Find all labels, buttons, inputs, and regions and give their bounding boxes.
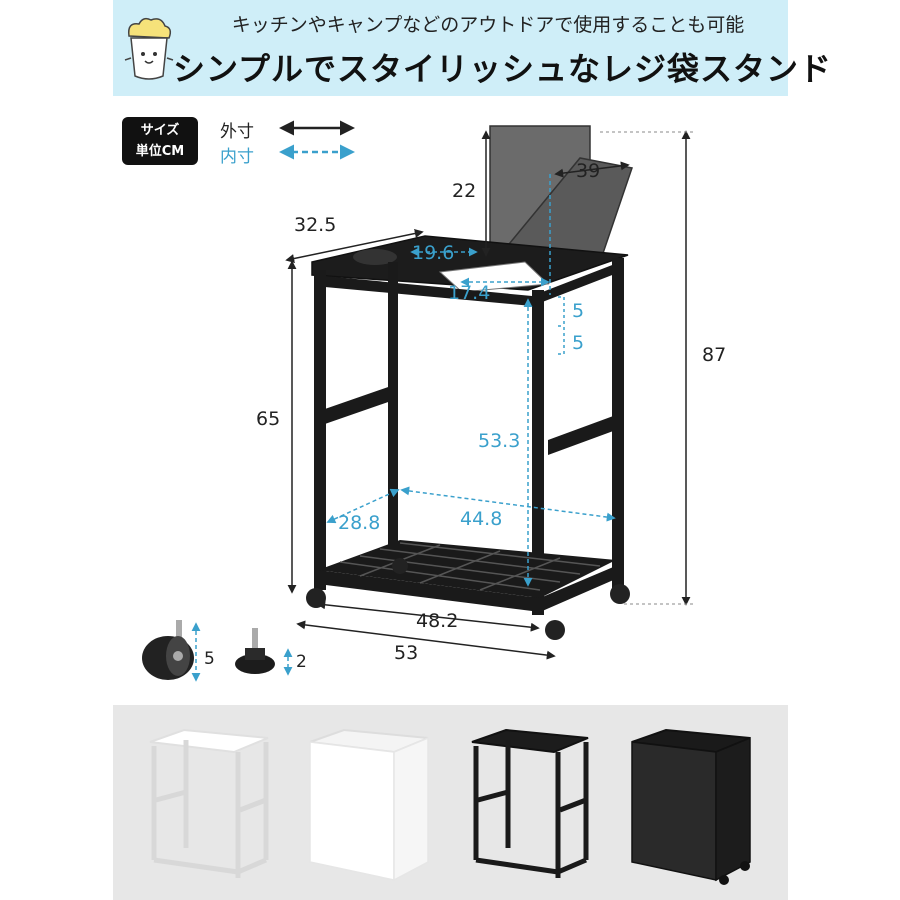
- mascot-icon: [124, 17, 174, 80]
- dim-line-inner-depth: [326, 488, 400, 524]
- label-lid-height: 22: [452, 180, 477, 202]
- label-frame-height: 65: [256, 408, 281, 430]
- size-unit-badge: サイズ 単位CM: [122, 117, 198, 165]
- variant-black-cover: [631, 728, 751, 885]
- label-inner-width: 44.8: [460, 508, 503, 530]
- label-foot-height: 2: [296, 652, 307, 672]
- legend-inner-label: 内寸: [220, 147, 254, 167]
- frame: [314, 258, 624, 615]
- adjuster-foot-icon: [235, 628, 275, 674]
- badge-line-size: サイズ: [140, 123, 180, 138]
- dim-line-outer-width: [296, 620, 556, 660]
- label-frame-width: 48.2: [416, 610, 459, 632]
- dim-line-inner-width: [400, 486, 616, 522]
- label-top-depth: 32.5: [294, 214, 337, 236]
- variant-black-frame: [471, 728, 589, 878]
- label-inner-depth: 28.8: [338, 512, 381, 534]
- badge-line-unit: 単位CM: [135, 144, 185, 159]
- label-lid-depth: 39: [576, 160, 601, 182]
- variant-white-cover: [309, 728, 429, 882]
- header-banner: キッチンやキャンプなどのアウトドアで使用することも可能 シンプルでスタイリッシュ…: [113, 0, 833, 96]
- label-inner-top-width: 19.6: [412, 242, 455, 264]
- banner-title: シンプルでスタイリッシュなレジ袋スタンド: [173, 50, 833, 88]
- label-total-height: 87: [702, 344, 727, 366]
- dim-line-lid-depth: [554, 161, 630, 178]
- banner-subtitle: キッチンやキャンプなどのアウトドアで使用することも可能: [231, 14, 745, 36]
- dim-line-top-depth: [285, 229, 424, 263]
- label-step-lower: 5: [572, 332, 585, 354]
- label-step-upper: 5: [572, 300, 585, 322]
- dim-bracket-step: [558, 296, 565, 355]
- label-inner-opening: 17.4: [448, 282, 491, 304]
- bottom-shelf-grid: [339, 542, 601, 591]
- caster-detail-icon: [142, 620, 194, 680]
- legend-outer-label: 外寸: [220, 122, 254, 142]
- label-inner-height: 53.3: [478, 430, 521, 452]
- label-outer-width: 53: [394, 642, 419, 664]
- variant-white-frame: [149, 728, 269, 878]
- label-caster-height: 5: [204, 649, 215, 669]
